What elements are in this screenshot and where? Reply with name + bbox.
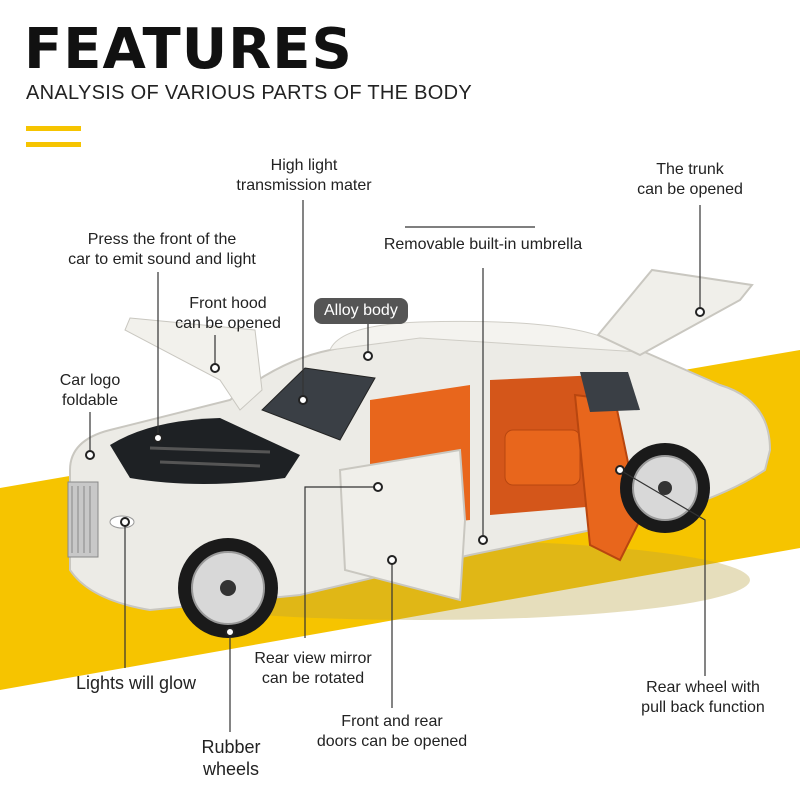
label-press-front: Press the front of the car to emit sound…: [68, 231, 256, 268]
page-subtitle: ANALYSIS OF VARIOUS PARTS OF THE BODY: [26, 82, 473, 104]
windshield: [261, 367, 376, 441]
label-rubber: Rubber wheels: [201, 737, 261, 779]
alloy-body-badge: Alloy body: [314, 298, 408, 324]
rear-window: [580, 372, 640, 412]
front-wheel: [178, 538, 278, 638]
accent-bar-bottom: [26, 142, 81, 147]
accent-bar-top: [26, 126, 81, 131]
grille: [67, 481, 99, 558]
label-mirror: Rear view mirror can be rotated: [254, 650, 372, 687]
engine-detail: [149, 446, 271, 468]
marker-dots: [85, 307, 705, 637]
label-rear-wheel: Rear wheel with pull back function: [641, 679, 765, 716]
open-hood: [124, 317, 263, 411]
label-high-light: High light transmission mater: [236, 157, 372, 194]
label-doors: Front and rear doors can be opened: [316, 713, 468, 750]
label-front-hood: Front hood can be opened: [175, 295, 281, 332]
label-trunk: The trunk can be opened: [637, 161, 743, 198]
label-lights: Lights will glow: [75, 673, 197, 693]
label-umbrella: Removable built-in umbrella: [383, 236, 583, 253]
label-car-logo: Car logo foldable: [59, 372, 121, 409]
leader-lines: [89, 200, 706, 732]
trunk-lid: [596, 268, 754, 357]
rear-wheel: [620, 443, 710, 533]
page-title: FEATURES: [24, 17, 353, 82]
rear-seat: [504, 429, 581, 486]
